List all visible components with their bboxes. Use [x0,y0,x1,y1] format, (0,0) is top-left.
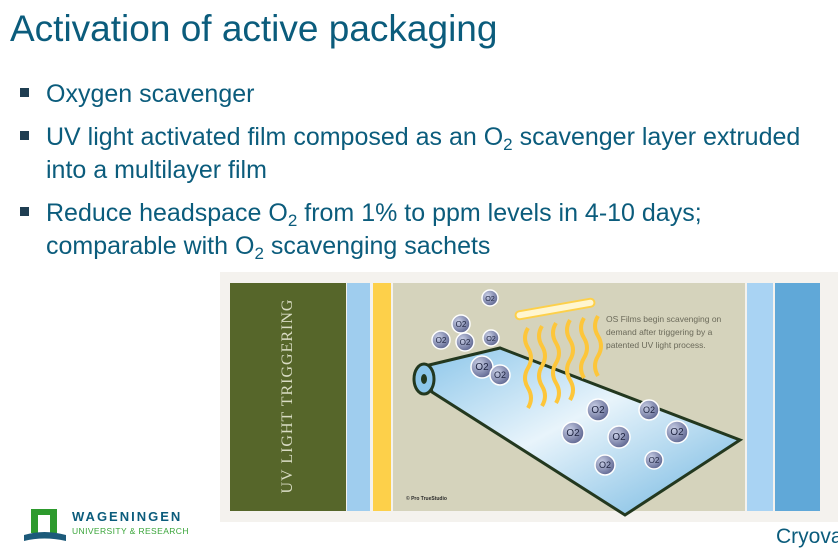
bullet-text: scavenger layer extruded into a multilay… [46,123,801,184]
subscript: 2 [503,135,513,154]
subscript: 2 [287,211,298,230]
uv-lamp-icon [514,297,596,321]
footer-text: Cryova [776,525,838,548]
bullet-item: Reduce headspace O2 from 1% to ppm level… [18,197,838,263]
oxygen-molecule-label: O2 [591,405,604,416]
oxygen-molecule-label: O2 [436,336,447,345]
oxygen-molecule [586,398,610,422]
logo-name: WAGENINGEN [72,509,183,524]
slide-title: Activation of active packaging [10,8,498,49]
oxygen-molecule [482,329,500,347]
bullet-item: UV light activated film composed as an O… [18,121,838,187]
figure-credit: © Pro TrueStudio [406,496,447,502]
wur-logo-icon [24,509,66,541]
film-roll-core [421,374,427,384]
oxygen-molecule-label: O2 [649,456,660,465]
figure-caption: OS Films begin scavenging on demand afte… [606,314,722,350]
bullet-text: scavenging sachets [263,232,491,260]
yellow-stripe [373,283,391,511]
oxygen-molecule [431,330,451,350]
oxygen-molecule [644,450,664,470]
oxygen-molecule-label: O2 [494,370,506,380]
oxygen-molecule [665,420,689,444]
light-blue-stripe [747,283,773,511]
bullet-text: from 1% to ppm levels in 4-10 days; comp… [46,199,702,260]
bullet-text: Reduce headspace O [46,199,288,227]
logo-subtitle: UNIVERSITY & RESEARCH [72,526,189,536]
light-blue-stripe [347,283,370,511]
oxygen-molecule [561,421,585,445]
bullet-text: Oxygen scavenger [46,80,255,108]
oxygen-molecule [489,364,511,386]
bullet-list: Oxygen scavenger UV light activated film… [18,78,838,273]
green-panel [230,283,346,511]
oxygen-molecule [594,454,616,476]
oxygen-molecule-label: O2 [612,432,625,443]
oxygen-molecule-label: O2 [670,427,683,438]
oxygen-molecule-label: O2 [486,334,496,343]
oxygen-molecule-label: O2 [599,460,611,470]
oxygen-molecule-label: O2 [460,338,471,347]
oxygen-molecule [455,332,475,352]
oxygen-molecule-label: O2 [475,362,488,373]
oxygen-molecule-label: O2 [456,320,467,329]
oxygen-molecule [638,399,660,421]
bullet-text: UV light activated film composed as an O [46,123,504,151]
uv-rays [523,314,603,410]
blue-stripe [775,283,820,511]
subscript: 2 [254,244,264,263]
oxygen-molecule-label: O2 [485,294,495,303]
oxygen-molecule [481,289,499,307]
side-label: UV LIGHT TRIGGERING [279,298,296,494]
oxygen-molecule [451,314,471,334]
oxygen-molecule-label: O2 [566,428,579,439]
bullet-item: Oxygen scavenger [18,78,838,111]
oxygen-molecule [607,425,631,449]
oxygen-molecule-label: O2 [643,405,655,415]
